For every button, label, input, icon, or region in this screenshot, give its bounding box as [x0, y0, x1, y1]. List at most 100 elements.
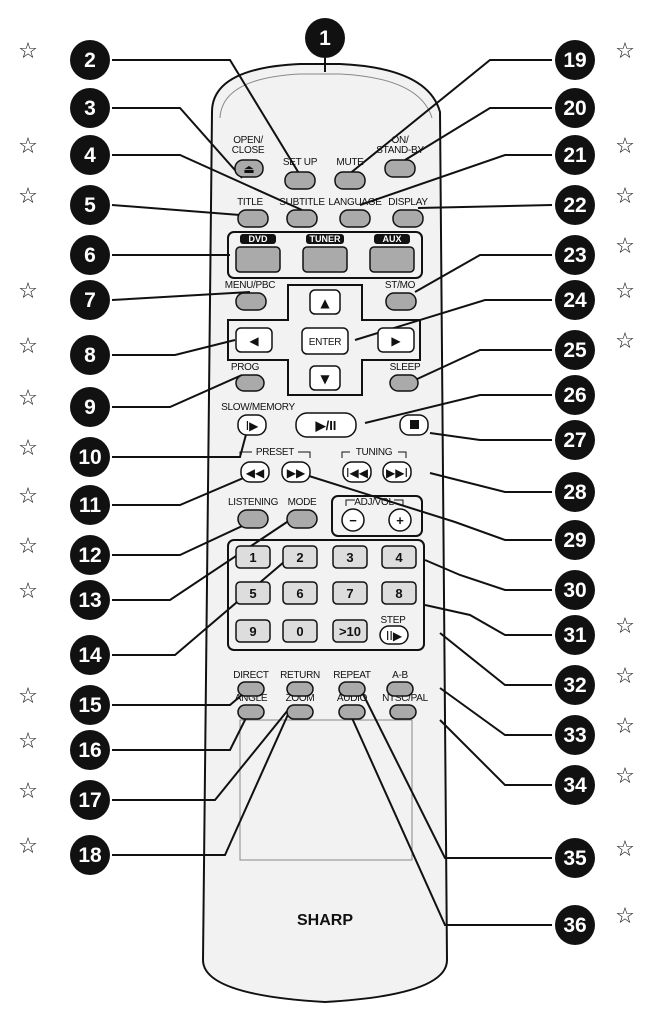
callout-7-number: 7 [84, 289, 96, 312]
direct-button[interactable] [237, 681, 265, 697]
listening-button[interactable] [237, 509, 269, 529]
key-4[interactable] [381, 545, 417, 569]
tuner-label: TUNER [310, 234, 341, 244]
callout-21-star-icon: ☆ [615, 134, 635, 159]
slow-memory-button[interactable] [237, 414, 267, 436]
key-0[interactable] [282, 619, 318, 643]
callout-2-marker [70, 40, 110, 80]
title-label: TITLE [237, 197, 263, 208]
callout-12-number: 12 [78, 544, 101, 567]
tuner-button[interactable] [302, 246, 348, 273]
a-b-button[interactable] [386, 681, 414, 697]
repeat-button[interactable] [338, 681, 366, 697]
vol-up-button[interactable] [388, 508, 412, 532]
callout-33-star-icon: ☆ [615, 714, 635, 739]
callout-30-number: 30 [563, 579, 586, 602]
enter-label: ENTER [309, 337, 341, 348]
language-button[interactable] [339, 209, 371, 228]
display-button[interactable] [392, 209, 424, 228]
tuning-up-button[interactable] [382, 461, 412, 483]
vol-group [331, 495, 423, 537]
right-button[interactable] [377, 327, 415, 353]
key-10-plus[interactable] [332, 619, 368, 643]
enter-button[interactable] [301, 327, 349, 355]
callout-29-marker [555, 520, 595, 560]
sleep-button[interactable] [389, 374, 419, 392]
callout-26-number: 26 [563, 384, 586, 407]
preset-down-button[interactable] [240, 461, 270, 483]
key-3[interactable] [332, 545, 368, 569]
callout-25-number: 25 [563, 339, 587, 362]
mute-button[interactable] [334, 171, 366, 190]
down-button[interactable] [309, 365, 341, 391]
angle-button[interactable] [237, 704, 265, 720]
left-button[interactable] [235, 327, 273, 353]
key-7[interactable] [332, 581, 368, 605]
on-standby-label-2: STAND-BY [376, 145, 424, 156]
callout-22-marker [555, 185, 595, 225]
key-5[interactable] [235, 581, 271, 605]
callout-10-marker [70, 437, 110, 477]
on-standby-button[interactable] [384, 159, 416, 178]
key-8[interactable] [381, 581, 417, 605]
subtitle-button[interactable] [286, 209, 318, 228]
callout-15-star-icon: ☆ [18, 684, 38, 709]
callout-33-marker [555, 715, 595, 755]
ntsc-pal-button[interactable] [389, 704, 417, 720]
buttons[interactable]: ⏏ DVD TUNER AUX ▲ ◀ ENTER ▶ ▼ [227, 159, 429, 720]
callout-21-number: 21 [563, 144, 587, 167]
return-button[interactable] [286, 681, 314, 697]
vol-down-button[interactable] [341, 508, 365, 532]
a-b-label: A-B [392, 670, 408, 681]
open-close-button[interactable] [234, 159, 264, 178]
callout-27-number: 27 [563, 429, 586, 452]
set-up-button[interactable] [284, 171, 316, 190]
callout-17-number: 17 [78, 789, 101, 812]
audio-button[interactable] [338, 704, 366, 720]
callout-10-star-icon: ☆ [18, 436, 38, 461]
callout-3-number: 3 [84, 97, 96, 120]
play-pause-button[interactable] [295, 412, 357, 438]
callout-23-star-icon: ☆ [615, 234, 635, 259]
preset-up-button[interactable] [281, 461, 311, 483]
prog-label: PROG [231, 362, 260, 373]
callout-22-star-icon: ☆ [615, 184, 635, 209]
prog-button[interactable] [235, 374, 265, 392]
mode-button[interactable] [286, 509, 318, 529]
callout-15-marker [70, 685, 110, 725]
callout-9-number: 9 [84, 396, 96, 419]
callout-11-star-icon: ☆ [18, 484, 38, 509]
callout-25-star-icon: ☆ [615, 329, 635, 354]
callout-35-marker [555, 838, 595, 878]
callout-29-number: 29 [563, 529, 586, 552]
language-label: LANGUAGE [328, 197, 382, 208]
st-mo-button[interactable] [385, 292, 417, 311]
callout-36-star-icon: ☆ [615, 904, 635, 929]
callout-18-star-icon: ☆ [18, 834, 38, 859]
tuning-down-button[interactable] [342, 461, 372, 483]
tuner-tag [306, 234, 344, 244]
skip-back-icon: I◀◀ [346, 466, 369, 480]
callout-31-star-icon: ☆ [615, 614, 635, 639]
zoom-button[interactable] [286, 704, 314, 720]
open-close-label: OPEN/ [233, 135, 263, 146]
callout-2-number: 2 [84, 49, 96, 72]
callout-6-marker [70, 235, 110, 275]
callout-35-number: 35 [563, 847, 587, 870]
group-brackets [239, 451, 407, 506]
key-2[interactable] [282, 545, 318, 569]
up-button[interactable] [309, 289, 341, 315]
callout-36-marker [555, 905, 595, 945]
callout-28-marker [555, 472, 595, 512]
menu-pbc-button[interactable] [235, 292, 267, 311]
callout-3-marker [70, 88, 110, 128]
title-button[interactable] [237, 209, 269, 228]
key-6[interactable] [282, 581, 318, 605]
aux-button[interactable] [369, 246, 415, 273]
key-9[interactable] [235, 619, 271, 643]
callout-16-number: 16 [78, 739, 101, 762]
key-1[interactable] [235, 545, 271, 569]
dvd-button[interactable] [235, 246, 281, 273]
key-10-plus-label: >10 [339, 624, 361, 639]
step-button[interactable] [379, 625, 409, 645]
